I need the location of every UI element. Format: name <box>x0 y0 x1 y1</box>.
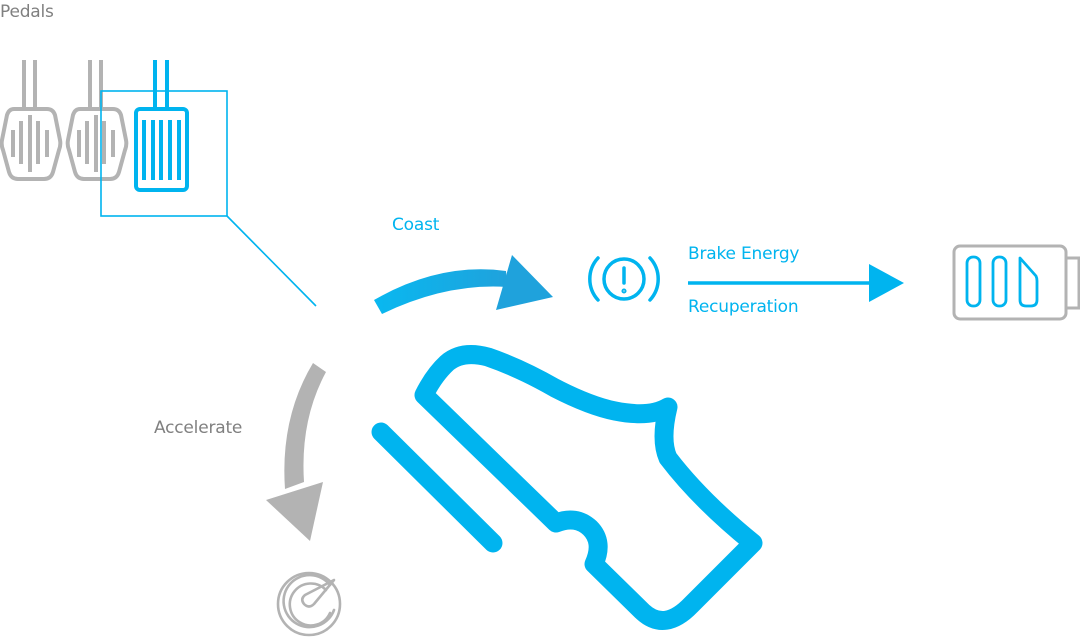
highlight-callout <box>100 90 317 307</box>
shoe-icon <box>371 345 763 630</box>
accelerate-arrow <box>266 363 326 541</box>
pedal-left-icon <box>0 60 63 181</box>
accelerate-label: Accelerate <box>154 418 243 438</box>
coast-label: Coast <box>392 215 440 235</box>
brake-energy-label: Brake Energy <box>688 244 800 264</box>
brake-warning-icon <box>588 256 660 302</box>
coast-arrow <box>374 255 553 314</box>
accelerator-pedal-icon <box>134 60 189 192</box>
speedometer-icon <box>276 571 342 637</box>
pedals-label: Pedals <box>0 2 54 22</box>
recuperation-label: Recuperation <box>688 297 799 317</box>
battery-icon <box>952 244 1080 321</box>
pedal-middle-icon <box>65 60 129 181</box>
recuperation-arrow <box>688 264 904 302</box>
